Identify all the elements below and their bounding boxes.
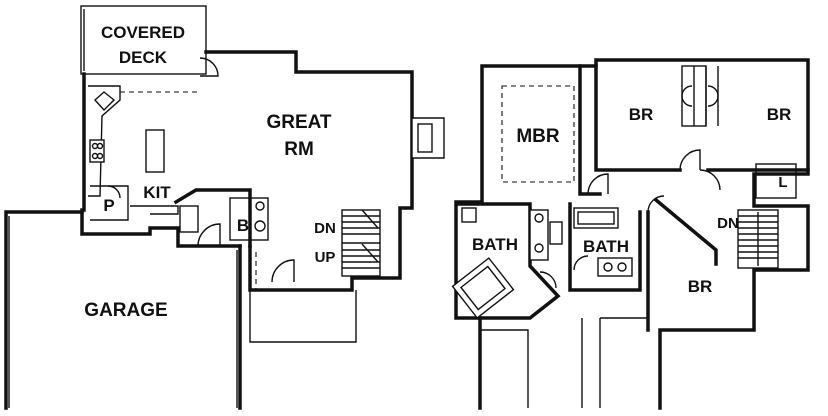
- powder-bath: [229, 197, 269, 241]
- range: [89, 139, 105, 163]
- linen-closet: [755, 163, 797, 199]
- br-bottom-label: BR: [688, 277, 713, 296]
- fireplace: [411, 117, 445, 159]
- main-exterior-wall: [80, 50, 414, 292]
- br2-door[interactable]: [699, 169, 721, 191]
- hall-bath-wall: [568, 202, 642, 292]
- covered-deck-outline: [80, 5, 207, 75]
- upper-exterior-wall: [454, 58, 810, 410]
- closet-door-right[interactable]: [707, 85, 719, 107]
- hall-tub: [573, 207, 619, 229]
- garage-label: GARAGE: [84, 300, 167, 321]
- great-rm-label-1: GREAT: [266, 112, 331, 133]
- upper-stair: [737, 209, 779, 269]
- room-labels: COVERED DECK GREAT RM KIT P B DN UP GARA…: [84, 23, 791, 321]
- master-toilet: [461, 207, 477, 223]
- kitchen-corner-sink: [94, 91, 116, 112]
- kitchen-island: [145, 129, 165, 173]
- closet-door-left[interactable]: [681, 85, 693, 107]
- master-bath-label: BATH: [472, 235, 518, 254]
- washer: [179, 205, 199, 233]
- stair-up-label: UP: [315, 249, 336, 266]
- hall-vanity: [597, 257, 633, 277]
- great-rm-label-2: RM: [284, 139, 314, 160]
- main-floor: [4, 5, 445, 410]
- hall-wall: [173, 188, 252, 248]
- bedroom-wall: [594, 64, 682, 172]
- hall-bath-label: BATH: [583, 237, 629, 256]
- hall-toilet: [549, 221, 563, 245]
- master-bath-wall: [456, 202, 561, 320]
- pantry-label: P: [103, 196, 114, 215]
- kit-label: KIT: [143, 183, 171, 202]
- br3-door[interactable]: [647, 195, 665, 213]
- master-tub: [451, 257, 515, 319]
- stair-dn-label: DN: [314, 220, 336, 237]
- laundry-door[interactable]: [197, 223, 221, 247]
- front-door[interactable]: [271, 259, 295, 283]
- mbr-tray-ceiling: [501, 85, 575, 183]
- mbr-label: MBR: [516, 126, 560, 147]
- br1-door[interactable]: [679, 149, 701, 171]
- hall-bath-door[interactable]: [573, 255, 589, 271]
- covered-deck-label-1: COVERED: [101, 23, 185, 42]
- garage-wall: [4, 210, 242, 410]
- linen-label: L: [778, 174, 787, 191]
- master-bath-door[interactable]: [539, 271, 557, 289]
- front-porch: [249, 290, 357, 343]
- br-top-left-label: BR: [629, 105, 654, 124]
- br-top-right-label: BR: [767, 105, 792, 124]
- upper-floor: [451, 58, 810, 410]
- open-to-below: [480, 317, 648, 408]
- main-stair: [341, 209, 381, 277]
- pantry-door[interactable]: [107, 185, 121, 199]
- mbr-door[interactable]: [587, 173, 609, 195]
- kitchen-counter: [88, 85, 121, 197]
- powder-bath-label: B: [237, 216, 249, 235]
- br3-wall: [646, 197, 718, 332]
- upper-stair-dn-label: DN: [717, 215, 739, 232]
- deck-door[interactable]: [199, 57, 219, 77]
- covered-deck-label-2: DECK: [119, 48, 168, 67]
